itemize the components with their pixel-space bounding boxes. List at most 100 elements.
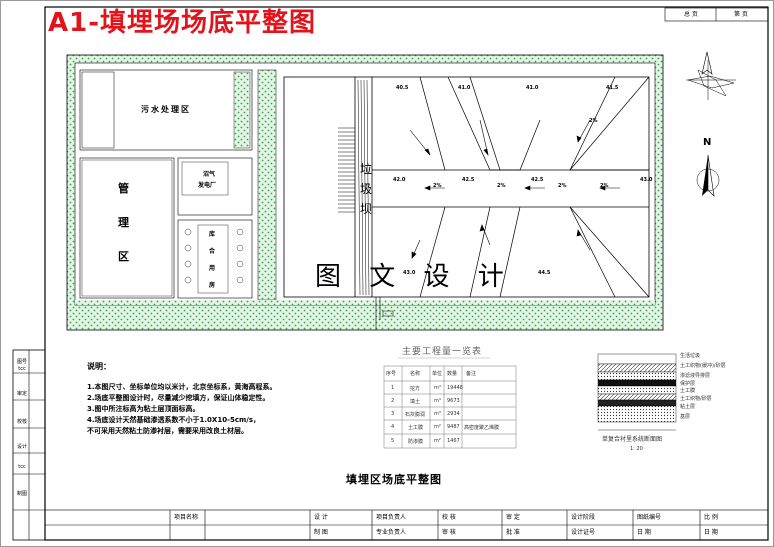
management-label-3: 区 bbox=[118, 250, 129, 263]
side-strip-label: tcc bbox=[18, 464, 26, 470]
contour-label: 43.0 bbox=[640, 177, 653, 183]
qty-header: 备注 bbox=[466, 371, 477, 377]
north-arrow-icon bbox=[696, 154, 720, 197]
liner-label: 粘土层 bbox=[680, 404, 696, 410]
tb-authorize: 批 准 bbox=[506, 529, 520, 536]
tb-design-stage: 设计阶段 bbox=[571, 514, 596, 521]
note-line: 3.图中所注标高为粘土层顶面标高。 bbox=[87, 405, 200, 413]
warehouse-label-1: 库 bbox=[209, 231, 216, 238]
slope-label: 2% bbox=[433, 183, 442, 189]
quantity-table-title: 主要工程量一览表 bbox=[402, 347, 483, 357]
note-line: 不可采用天然粘土防渗衬层，需要采用改良土材层。 bbox=[87, 427, 248, 435]
contour-label: 42.0 bbox=[393, 177, 406, 183]
tb-draft: 制 图 bbox=[314, 529, 328, 536]
tb-date-2: 日 期 bbox=[704, 529, 718, 536]
liner-label: 土工织物/砂层 bbox=[680, 396, 712, 402]
warehouse-label-3: 用 bbox=[209, 265, 216, 272]
qty-header: 序号 bbox=[386, 371, 397, 377]
dam-label-3: 坝 bbox=[360, 202, 373, 216]
sewage-area bbox=[79, 69, 253, 151]
side-strip-label: 校核 bbox=[16, 419, 27, 425]
qty-cell: 高密度聚乙烯膜 bbox=[464, 425, 500, 431]
side-strip-label: 审定 bbox=[16, 391, 27, 397]
total-pages-label: 总 页 bbox=[684, 11, 698, 18]
liner-label: 生活垃圾 bbox=[680, 353, 701, 359]
qty-cell: 土工膜 bbox=[408, 425, 424, 431]
side-strip-label: 制图 bbox=[16, 491, 27, 497]
title-block-grid bbox=[13, 350, 769, 541]
liner-label: 基层 bbox=[680, 414, 691, 420]
plan-title: 填埋区场底平整图 bbox=[346, 473, 442, 486]
warehouse-label-2: 合 bbox=[209, 248, 216, 255]
tb-check: 校 核 bbox=[442, 514, 456, 521]
qty-header: 名称 bbox=[410, 371, 421, 377]
tb-license: 设计证号 bbox=[571, 529, 596, 536]
qty-cell: m² bbox=[434, 424, 441, 430]
liner-section bbox=[597, 353, 677, 431]
tb-approve: 审 定 bbox=[506, 514, 520, 521]
watermark-text: 图 文 设 计 bbox=[315, 262, 514, 292]
sewage-area-label: 污水处理区 bbox=[141, 105, 191, 114]
contour-label: 42.5 bbox=[531, 177, 544, 183]
qty-cell: 19448 bbox=[447, 385, 463, 391]
tb-date: 日 期 bbox=[637, 529, 651, 536]
qty-cell: 2 bbox=[391, 398, 395, 404]
qty-cell: 挖方 bbox=[410, 386, 421, 392]
note-line: 2.场底平整图设计时，尽量减少挖填方，保证山体稳定性。 bbox=[87, 394, 270, 402]
qty-header: 单位 bbox=[432, 371, 443, 377]
qty-cell: m³ bbox=[434, 398, 441, 404]
management-label-1: 管 bbox=[118, 182, 129, 195]
qty-cell: 石灰膨润 bbox=[405, 412, 426, 418]
contour-label: 41.0 bbox=[458, 85, 471, 91]
page-number-label: 第 页 bbox=[734, 11, 748, 18]
qty-cell: 4 bbox=[391, 424, 395, 430]
compass-rose-icon bbox=[686, 51, 736, 100]
liner-label: 保护层 bbox=[680, 381, 696, 387]
north-label: N bbox=[703, 137, 712, 148]
landfill-cell bbox=[283, 76, 650, 298]
tb-design: 设 计 bbox=[314, 514, 328, 521]
contour-label: 43.0 bbox=[403, 270, 416, 276]
qty-cell: 填土 bbox=[410, 399, 421, 405]
contour-label: 42.5 bbox=[462, 177, 475, 183]
note-line: 1.本图尺寸、坐标单位均以米计，北京坐标系，黄海高程系。 bbox=[87, 383, 277, 391]
qty-cell: m² bbox=[434, 438, 441, 444]
tb-project-name: 项目名称 bbox=[174, 514, 199, 521]
liner-caption: 单复合衬里系统断面图 bbox=[602, 436, 663, 443]
liner-label: 渗滤液导排层 bbox=[680, 373, 711, 379]
warehouse bbox=[177, 219, 253, 299]
management-area bbox=[79, 157, 175, 299]
power-label-1: 沼气 bbox=[203, 171, 216, 178]
warehouse-label-4: 房 bbox=[209, 282, 216, 289]
side-strip-label: tcc bbox=[18, 366, 26, 372]
tb-review: 审 核 bbox=[442, 529, 456, 536]
notes-title: 说明： bbox=[87, 362, 111, 371]
qty-cell: 9673 bbox=[447, 398, 460, 404]
tb-discipline-lead: 专业负责人 bbox=[376, 529, 407, 536]
slope-label: 2% bbox=[600, 183, 609, 189]
drawing-title: A1-填埋场场底平整图 bbox=[48, 8, 317, 38]
tb-project-lead: 项目负责人 bbox=[376, 514, 407, 521]
management-label-2: 理 bbox=[118, 216, 129, 229]
note-line: 4.场底设计天然基础渗透系数不小于1.0X10-5cm/s， bbox=[87, 416, 261, 424]
qty-cell: 防渗膜 bbox=[408, 439, 424, 445]
slope-label: 2% bbox=[589, 118, 598, 124]
qty-cell: 5 bbox=[391, 438, 395, 444]
site-plan bbox=[66, 54, 664, 331]
slope-label: 2% bbox=[558, 183, 567, 189]
contour-label: 44.5 bbox=[538, 270, 551, 276]
liner-label: 土工织物(缓冲)/砂层 bbox=[680, 363, 726, 369]
quantity-table bbox=[383, 357, 517, 449]
qty-cell: 9487 bbox=[447, 424, 460, 430]
tb-drawing-number: 图纸编号 bbox=[637, 514, 662, 521]
liner-scale: 1: 20 bbox=[630, 446, 643, 452]
contour-label: 41.5 bbox=[606, 85, 619, 91]
qty-cell: 1 bbox=[391, 385, 395, 391]
slope-label: 2% bbox=[497, 183, 506, 189]
qty-cell: 2934 bbox=[447, 411, 460, 417]
side-strip-label: 设计 bbox=[16, 444, 27, 450]
contour-label: 40.5 bbox=[396, 85, 409, 91]
qty-header: 数量 bbox=[447, 371, 458, 377]
qty-cell: m³ bbox=[434, 411, 441, 417]
